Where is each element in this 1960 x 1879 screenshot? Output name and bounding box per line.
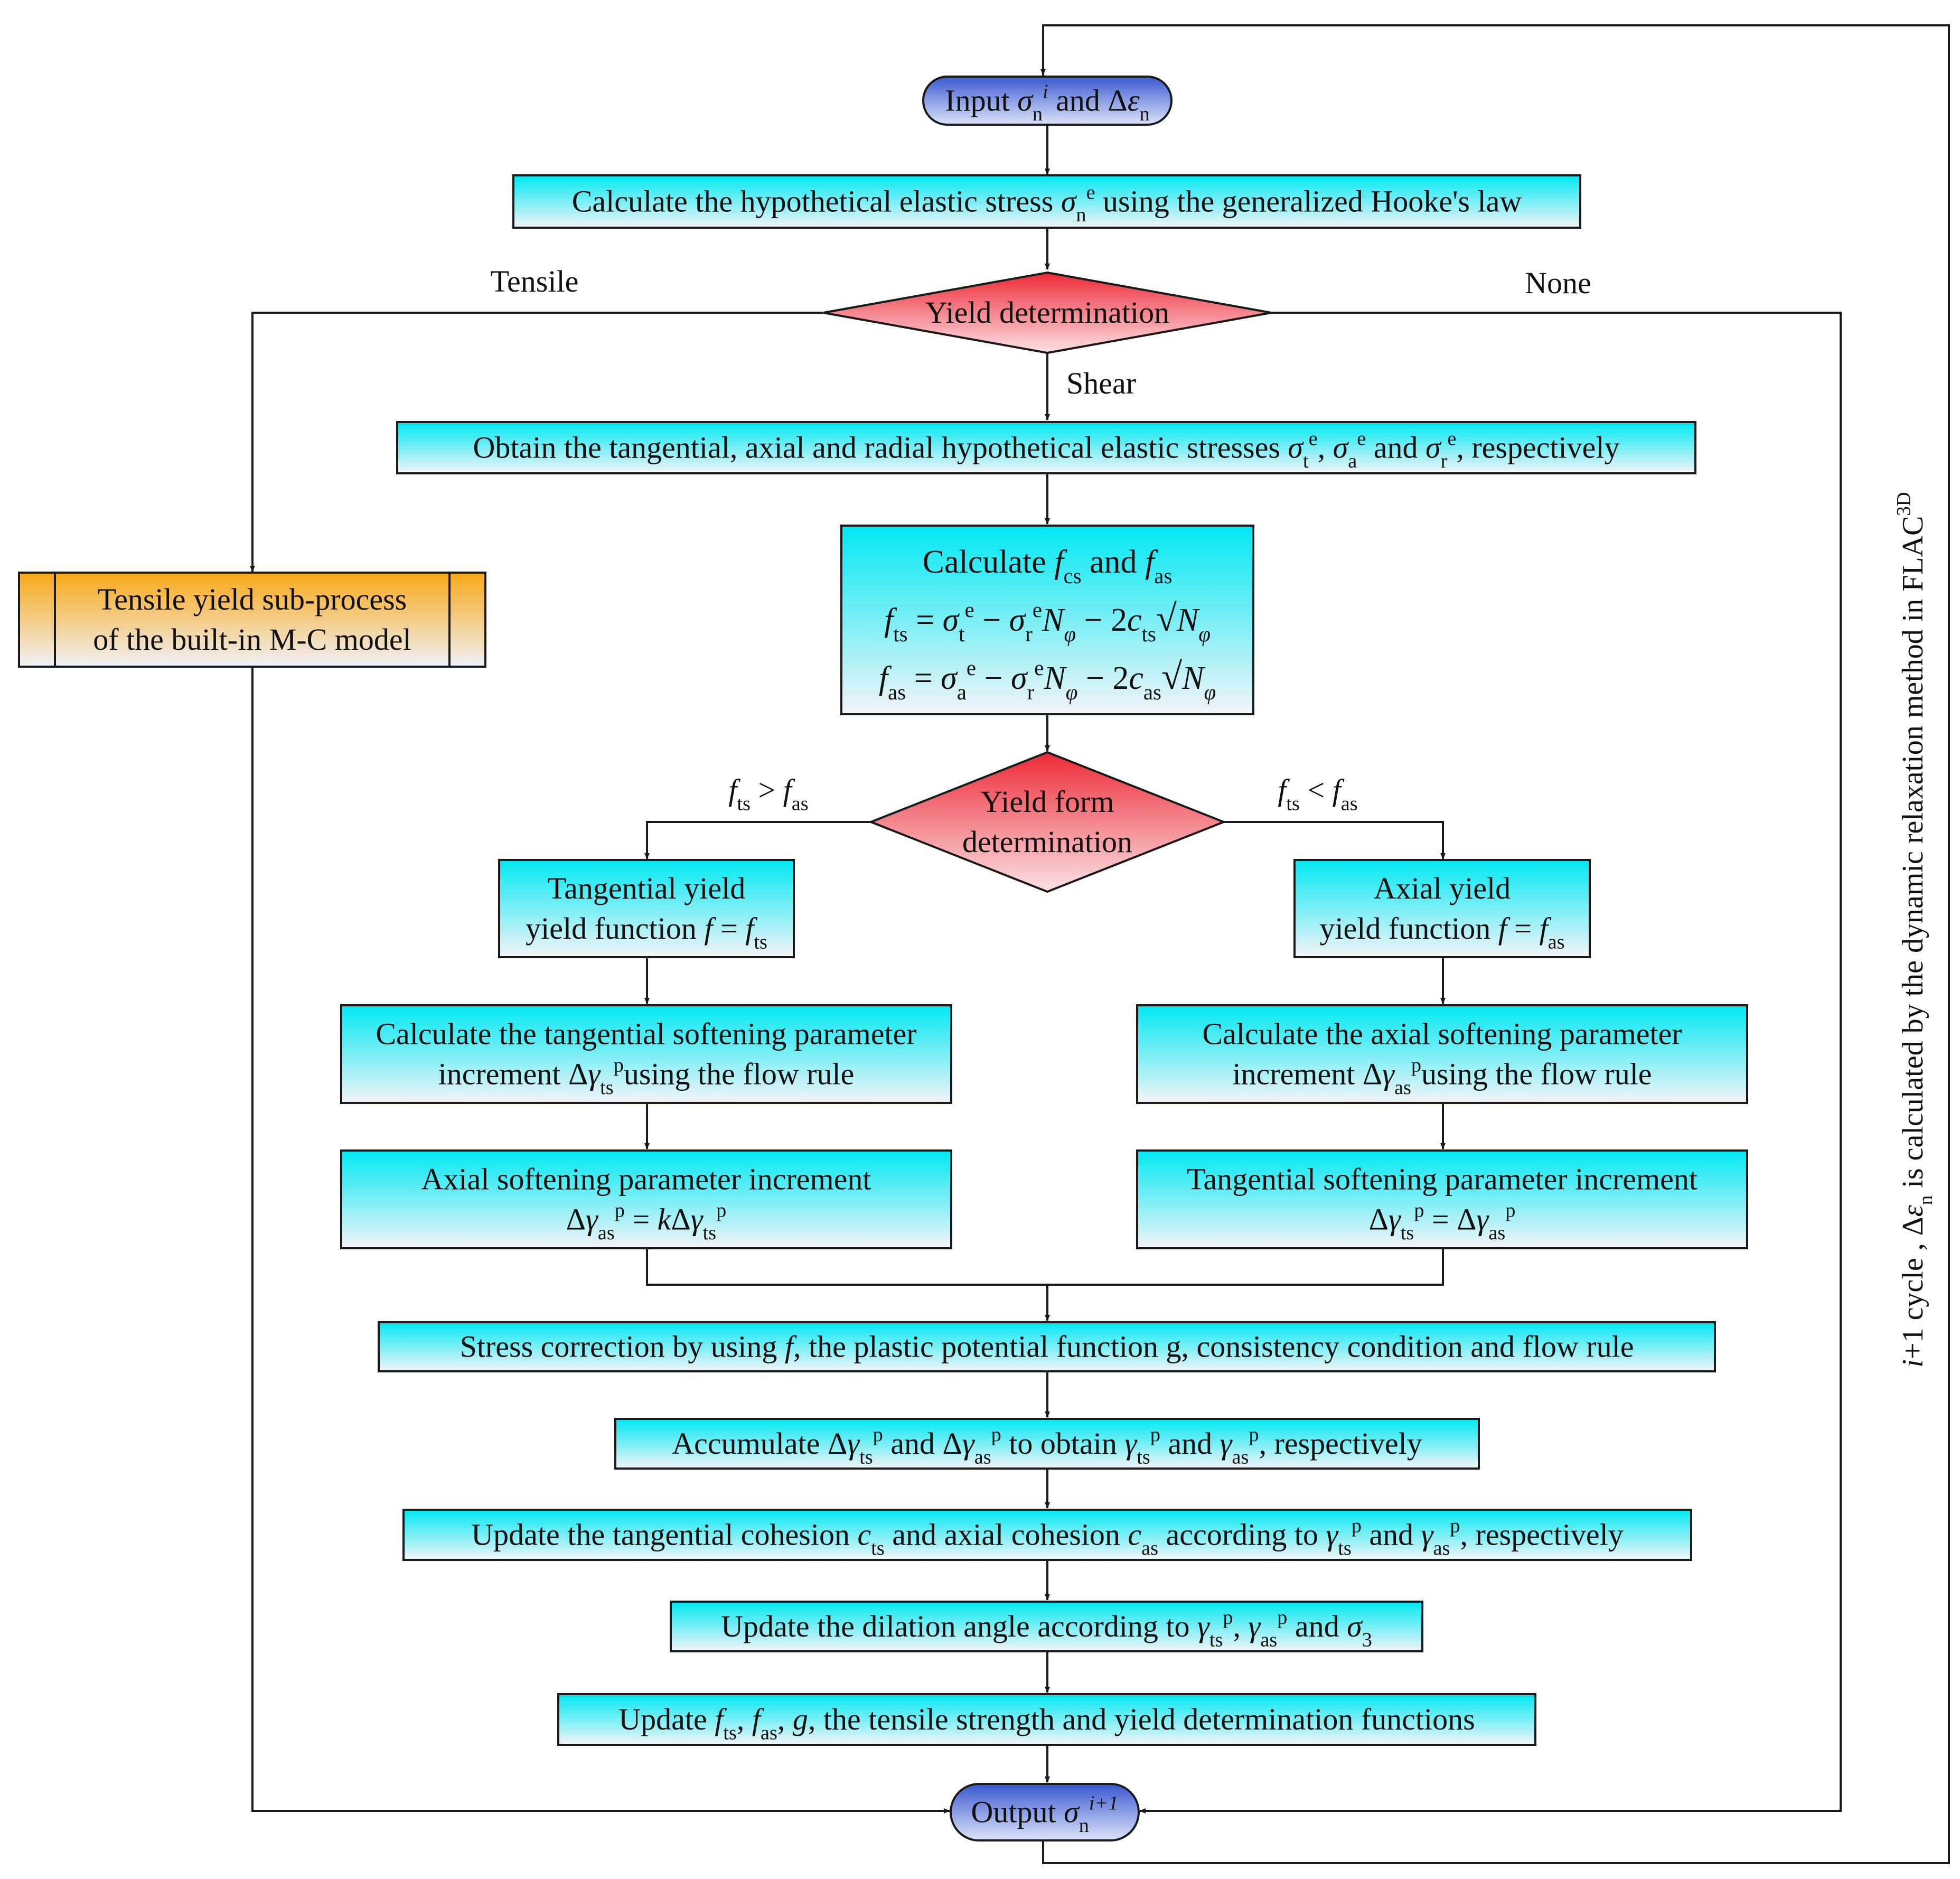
edge-merge xyxy=(646,1248,1444,1286)
node-label-line: Obtain the tangential, axial and radial … xyxy=(473,427,1619,472)
edge-form-right xyxy=(1224,821,1446,859)
edge-tensile-to-output xyxy=(251,667,950,1813)
node-label-line: yield function f = fas xyxy=(1319,911,1564,953)
node-dilation: Update the dilation angle according to γ… xyxy=(670,1601,1423,1652)
node-axial-incr: Axial softening parameter incrementΔγasp… xyxy=(340,1149,952,1249)
edge-yield-tensile xyxy=(250,312,823,572)
node-label-line: of the built-in M-C model xyxy=(93,622,411,657)
process-shape xyxy=(512,174,1581,229)
node-label-line: Yield form xyxy=(981,784,1114,819)
node-label-line: fts = σte − σreNφ − 2cts√Nφ xyxy=(884,597,1211,646)
process-shape xyxy=(1293,859,1591,958)
node-label-line: Calculate the tangential softening param… xyxy=(376,1017,916,1051)
node-update-f: Update fts, fas, g, the tensile strength… xyxy=(557,1693,1536,1746)
process-shape xyxy=(1136,1149,1748,1249)
node-label-line: Calculate the hypothetical elastic stres… xyxy=(572,181,1522,226)
process-shape xyxy=(402,1509,1692,1561)
node-axial-yield: Axial yield yield function f = fas xyxy=(1293,859,1591,958)
edge-label-shear: Shear xyxy=(1066,366,1136,400)
node-form-det: Yield form determination xyxy=(868,751,1227,893)
node-tang-yield: Tangential yield yield function f = fts xyxy=(498,859,795,958)
edge-label-none: None xyxy=(1525,266,1591,300)
process-shape xyxy=(614,1418,1480,1470)
node-label-line: increment Δγtspusing the flow rule xyxy=(438,1054,855,1099)
rounded-shape xyxy=(950,1783,1140,1841)
node-label-line: Update the tangential cohesion cts and a… xyxy=(471,1515,1623,1559)
node-label-line: Yield determination xyxy=(925,295,1169,330)
process-shape xyxy=(396,421,1696,474)
edge-form-left xyxy=(644,821,870,859)
node-label-line: Update fts, fas, g, the tensile strength… xyxy=(618,1702,1475,1744)
node-label-line: Tangential softening parameter increment xyxy=(1187,1162,1698,1196)
node-label-line: Calculate the axial softening parameter xyxy=(1202,1017,1682,1051)
node-label-line: Input σni and Δεn xyxy=(945,80,1149,125)
loop-label-text: i+1 cycle , Δεn is calculated by the dyn… xyxy=(1892,492,1936,1367)
node-label-line: fas = σae − σreNφ − 2cas√Nφ xyxy=(879,656,1216,704)
node-obtain: Obtain the tangential, axial and radial … xyxy=(396,421,1696,474)
node-label-line: Accumulate Δγtsp and Δγasp to obtain γts… xyxy=(672,1424,1422,1469)
node-tang-incr: Tangential softening parameter increment… xyxy=(1136,1149,1748,1249)
rounded-shape xyxy=(922,76,1173,126)
node-label-line: yield function f = fts xyxy=(526,911,767,953)
node-label-line: Δγtsp = Δγasp xyxy=(1369,1199,1516,1244)
node-accumulate: Accumulate Δγtsp and Δγasp to obtain γts… xyxy=(614,1418,1480,1470)
edge-label-fts-lt: fts < fas xyxy=(1278,773,1357,815)
decision-shape xyxy=(868,751,1227,893)
node-label-line: Update the dilation angle according to γ… xyxy=(721,1606,1372,1651)
process-shape xyxy=(840,525,1254,715)
process-shape xyxy=(498,859,795,958)
node-label-line: determination xyxy=(962,825,1132,859)
node-stress-corr: Stress correction by using f, the plasti… xyxy=(378,1321,1716,1372)
node-input: Input σni and Δεn xyxy=(922,76,1173,126)
node-label-line: Stress correction by using f, the plasti… xyxy=(460,1330,1634,1364)
process-shape xyxy=(378,1321,1716,1372)
connectors xyxy=(250,24,1950,1864)
node-label-line: Axial softening parameter increment xyxy=(421,1162,871,1196)
decision-shape xyxy=(823,271,1272,354)
node-cohesion: Update the tangential cohesion cts and a… xyxy=(402,1509,1692,1561)
process-shape xyxy=(557,1693,1536,1746)
node-tensile: Tensile yield sub-process of the built-in… xyxy=(18,572,486,668)
process-shape xyxy=(340,1149,952,1249)
node-label-line: Δγasp = kΔγtsp xyxy=(566,1199,727,1244)
node-label-line: Axial yield xyxy=(1374,871,1511,905)
edge-yield-none xyxy=(1139,312,1842,1813)
process-shape xyxy=(670,1601,1423,1652)
node-label-line: Tangential yield xyxy=(548,871,745,905)
loop-label: i+1 cycle , Δεn is calculated by the dyn… xyxy=(1892,492,1936,1367)
process-shape xyxy=(340,1004,952,1104)
node-label-line: increment Δγaspusing the flow rule xyxy=(1232,1054,1652,1099)
node-label-line: Tensile yield sub-process xyxy=(98,582,407,616)
process-shape xyxy=(1136,1004,1748,1104)
edge-label-tensile: Tensile xyxy=(491,264,579,298)
node-label-line: Output σni+1 xyxy=(971,1792,1119,1837)
node-calc-tang: Calculate the tangential softening param… xyxy=(340,1004,952,1104)
node-yield-det: Yield determination xyxy=(823,271,1272,354)
node-elastic: Calculate the hypothetical elastic stres… xyxy=(512,174,1581,229)
subprocess-shape xyxy=(18,572,486,668)
node-output: Output σni+1 xyxy=(950,1783,1140,1841)
node-calc-axial: Calculate the axial softening parameteri… xyxy=(1136,1004,1748,1104)
edge-label-fts-gt: fts > fas xyxy=(728,773,808,815)
